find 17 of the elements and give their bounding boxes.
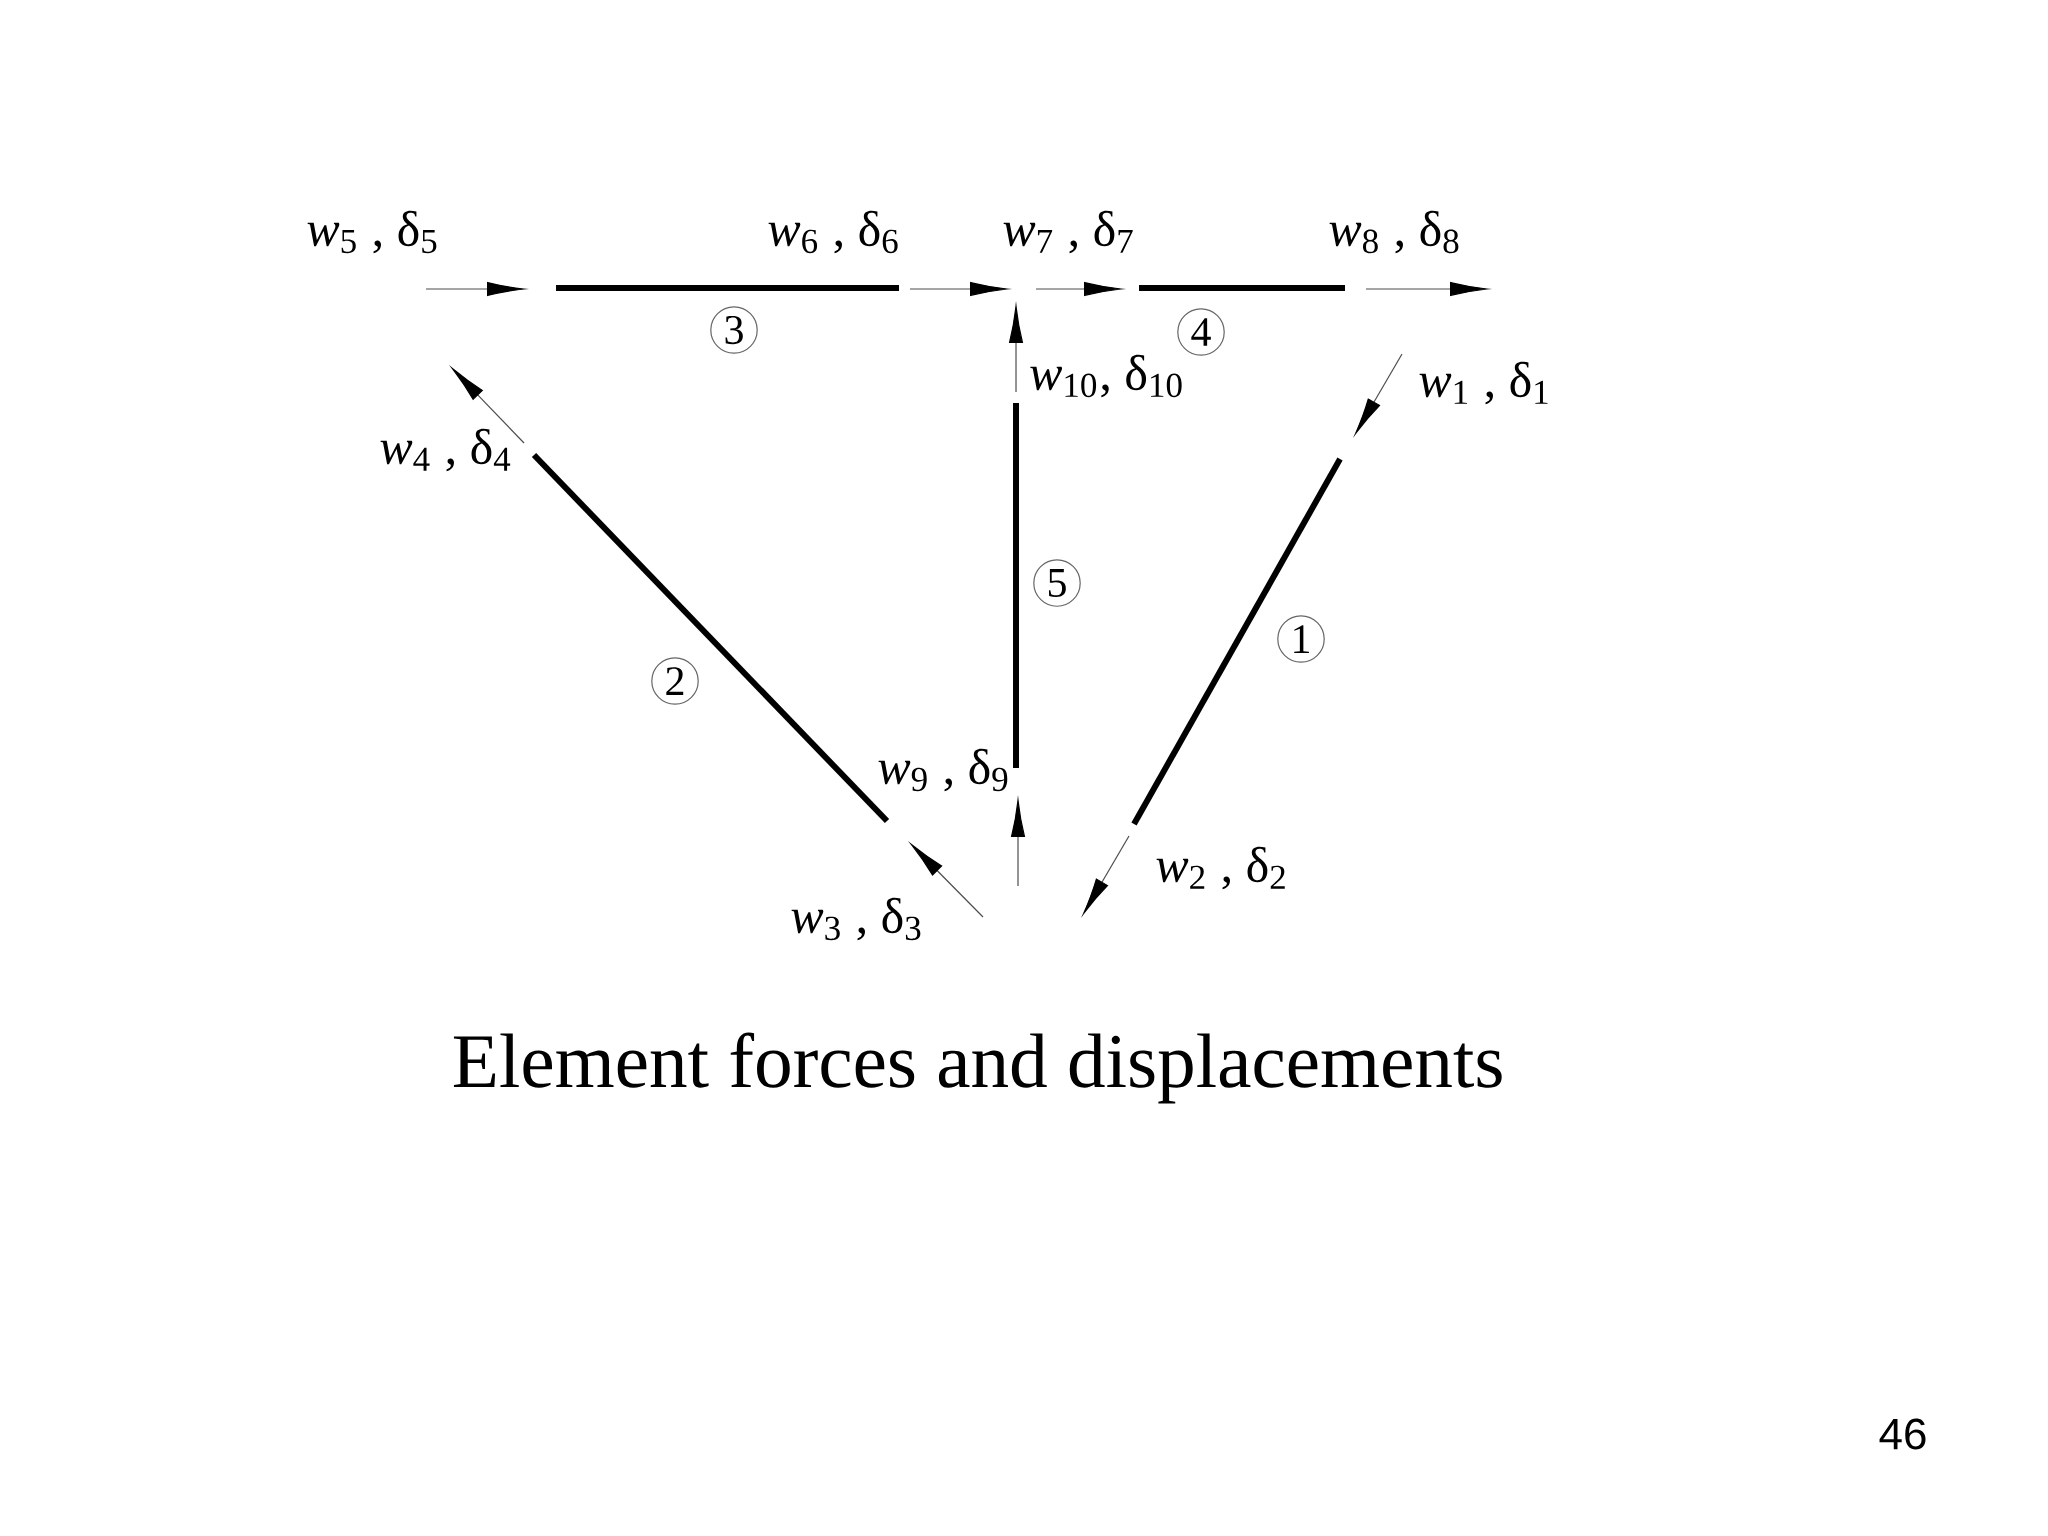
symbol-label: w$_{8}$ , δ$_{8}$ <box>1329 210 1459 254</box>
symbol-label: w$_{7}$ , δ$_{7}$ <box>1003 210 1133 254</box>
symbol-label: w$_{6}$ , δ$_{6}$ <box>768 210 898 254</box>
caption: Element forces and displacements <box>453 1032 1502 1104</box>
symbol-label: w$_{10}$, δ$_{10}$ <box>1030 354 1182 398</box>
circled-number: 1 <box>1277 615 1325 663</box>
circled-number: 4 <box>1177 308 1225 356</box>
symbol-label: w$_{4}$ , δ$_{4}$ <box>380 428 511 472</box>
circled-number: 5 <box>1033 559 1081 607</box>
circled-number: 3 <box>710 306 758 354</box>
symbol-label: w$_{5}$ , δ$_{5}$ <box>307 210 437 254</box>
symbol-label: w$_{2}$ , δ$_{2}$ <box>1156 846 1285 890</box>
symbol-label: w$_{1}$ , δ$_{1}$ <box>1419 361 1548 405</box>
circled-number: 2 <box>651 657 699 705</box>
symbol-label: w$_{3}$ , δ$_{3}$ <box>791 897 921 941</box>
page-number: 46 <box>1879 1418 1926 1450</box>
symbol-label: w$_{9}$ , δ$_{9}$ <box>878 748 1008 792</box>
